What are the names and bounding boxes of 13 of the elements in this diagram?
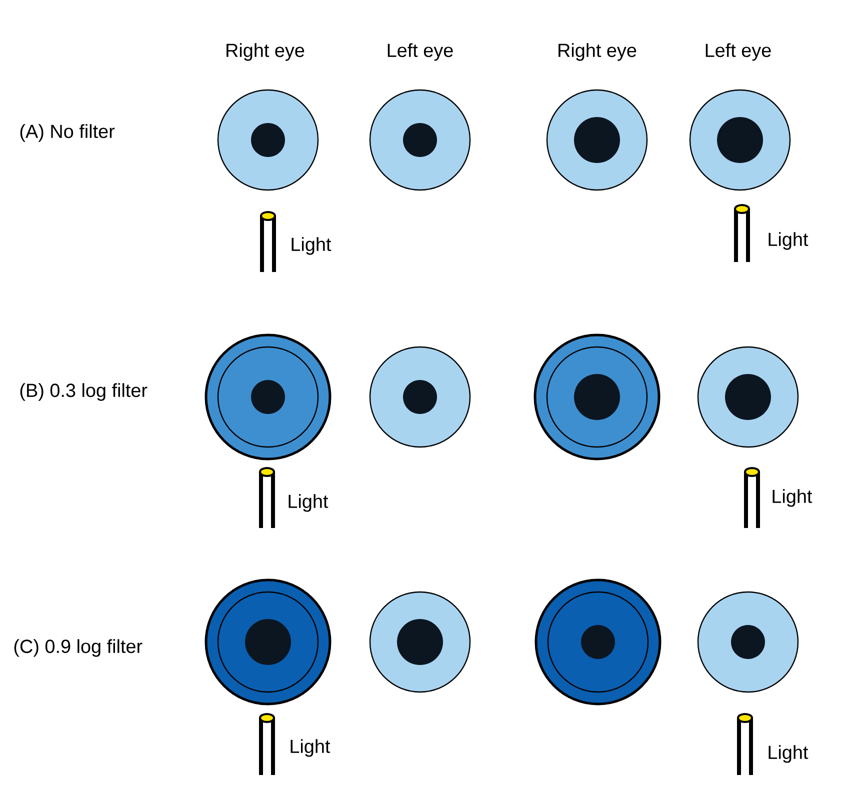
column-header: Left eye: [706, 43, 771, 61]
row-label: (C) 0.9 log filter: [14, 639, 142, 657]
row-label: (B) 0.3 log filter: [20, 383, 148, 401]
column-header: Left eye: [388, 43, 453, 61]
row-label: (A) No filter: [20, 124, 115, 142]
column-header: Right eye: [558, 43, 636, 61]
column-header: Right eye: [226, 43, 304, 61]
light-label: Light: [768, 745, 808, 763]
light-label: Light: [292, 237, 332, 255]
light-label: Light: [768, 232, 808, 250]
light-label: Light: [290, 739, 330, 757]
light-label: Light: [288, 494, 328, 512]
light-label: Light: [772, 489, 812, 507]
